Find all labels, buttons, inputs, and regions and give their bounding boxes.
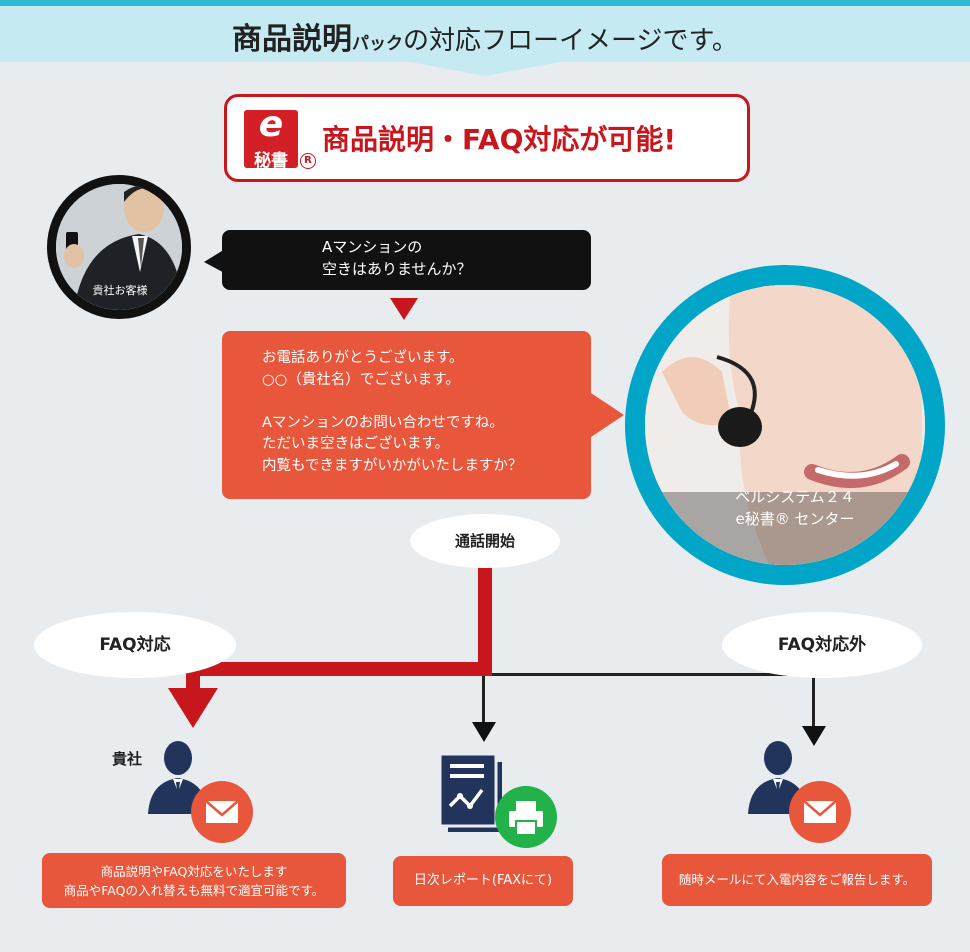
outcome-faq-handled: 商品説明やFAQ対応をいたします 商品やFAQの入れ替えも無料で適宜可能です。 bbox=[42, 853, 346, 908]
mail-icon bbox=[190, 780, 254, 844]
call-start-label: 通話開始 bbox=[410, 514, 560, 568]
faq-not-handled-label: FAQ対応外 bbox=[722, 612, 922, 678]
mail-icon bbox=[788, 780, 852, 844]
faq-arrow-icon bbox=[168, 688, 218, 728]
faq-handled-label: FAQ対応 bbox=[34, 612, 236, 678]
outcome-daily-report: 日次レポート(FAXにて) bbox=[393, 856, 573, 906]
company-label: 貴社 bbox=[112, 748, 142, 769]
printer-icon bbox=[494, 785, 558, 849]
outcome-faq-not-handled: 随時メールにて入電内容をご報告します。 bbox=[662, 854, 932, 906]
